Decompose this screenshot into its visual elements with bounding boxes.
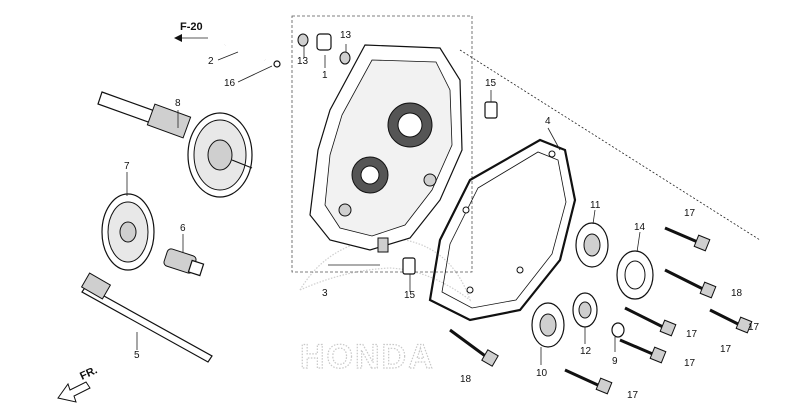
label-part-17b: 17 — [686, 329, 698, 340]
label-part-2: 2 — [208, 56, 214, 67]
label-part-18a: 18 — [731, 288, 743, 299]
label-part-15b: 15 — [404, 290, 416, 301]
label-part-7: 7 — [124, 161, 130, 172]
drive-shaft — [80, 272, 213, 363]
final-shaft-gear — [97, 91, 253, 198]
front-direction-arrow: FR. — [57, 364, 99, 403]
label-part-8: 8 — [175, 98, 181, 109]
bolt-set — [449, 226, 753, 395]
label-part-17c: 17 — [720, 344, 732, 355]
label-part-11: 11 — [590, 200, 601, 211]
label-part-17a: 17 — [684, 208, 696, 219]
label-part-17d: 17 — [684, 358, 696, 369]
label-part-12: 12 — [580, 346, 592, 357]
label-part-17e: 17 — [627, 390, 639, 401]
label-part-14: 14 — [634, 222, 646, 233]
label-part-13b: 13 — [340, 30, 352, 41]
label-part-10: 10 — [536, 368, 548, 379]
ref-code: F-20 — [180, 21, 203, 33]
label-part-6: 6 — [180, 223, 186, 234]
dowel-pin-lower — [402, 257, 416, 275]
label-part-1: 1 — [322, 70, 328, 81]
label-part-4: 4 — [545, 116, 551, 127]
bearing-10 — [531, 302, 565, 348]
bushing-set — [297, 33, 351, 65]
oil-seal-14 — [616, 250, 654, 300]
breather-hose — [224, 36, 281, 68]
part-labels: 1 2 3 4 5 6 7 8 9 10 11 12 13 13 14 15 1… — [124, 30, 760, 401]
label-part-9: 9 — [612, 356, 618, 367]
label-part-5: 5 — [134, 350, 140, 361]
bearing-11 — [575, 222, 609, 268]
case-gasket — [428, 138, 577, 322]
bearing-12 — [572, 292, 598, 328]
washer-9 — [611, 322, 625, 338]
direction-label: FR. — [78, 364, 99, 382]
dowel-pin-upper — [484, 101, 498, 119]
counter-gear — [101, 193, 155, 271]
watermark-text: HONDA — [300, 338, 435, 376]
label-part-15a: 15 — [485, 78, 497, 89]
label-part-16: 16 — [224, 78, 236, 89]
label-part-3: 3 — [322, 288, 328, 299]
label-part-18b: 18 — [460, 374, 472, 385]
leader-lines — [126, 44, 761, 365]
transmission-case — [309, 44, 463, 253]
label-part-17f: 17 — [748, 322, 760, 333]
label-part-13a: 13 — [297, 56, 309, 67]
ref-code-marker: F-20 — [174, 21, 208, 42]
honda-watermark: HONDA — [298, 237, 472, 377]
assembly-group-box — [291, 15, 473, 273]
counter-shaft — [163, 248, 205, 277]
